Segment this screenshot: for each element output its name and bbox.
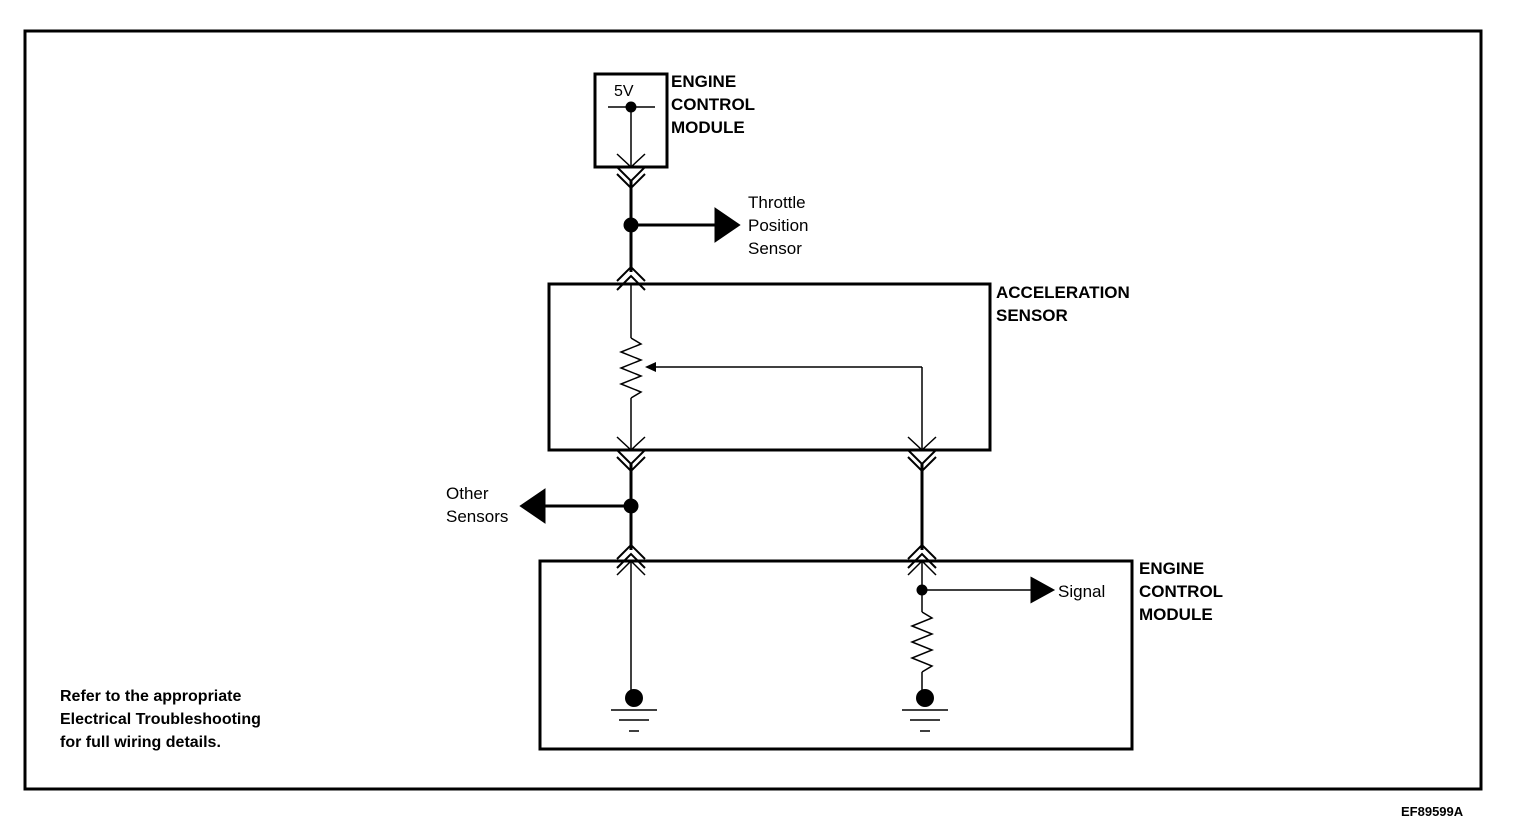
throttle-arrow <box>714 207 741 243</box>
acceleration-sensor-label: ACCELERATION SENSOR <box>996 283 1130 325</box>
bottom-ecm-label: ENGINE CONTROL MODULE <box>1139 559 1224 624</box>
top-ecm-label: ENGINE CONTROL MODULE <box>671 72 756 137</box>
acceleration-sensor-box <box>547 282 992 452</box>
bottom-ecm-box <box>538 559 1134 751</box>
ground-symbol-right <box>902 709 948 732</box>
other-sensors-label: Other Sensors <box>446 484 509 526</box>
signal-label: Signal <box>1058 582 1106 601</box>
figure-id: EF89599A <box>1401 804 1464 819</box>
outer-frame <box>23 29 1483 791</box>
potentiometer <box>618 337 644 399</box>
pull-down-resistor <box>909 611 935 673</box>
other-sensors-arrow <box>519 488 546 524</box>
note-text: Refer to the appropriate Electrical Trou… <box>60 688 261 751</box>
signal-arrow <box>1030 576 1056 604</box>
ground-symbol-left <box>611 709 657 732</box>
throttle-position-sensor-label: Throttle Position Sensor <box>748 193 809 258</box>
voltage-label: 5V <box>614 83 634 100</box>
